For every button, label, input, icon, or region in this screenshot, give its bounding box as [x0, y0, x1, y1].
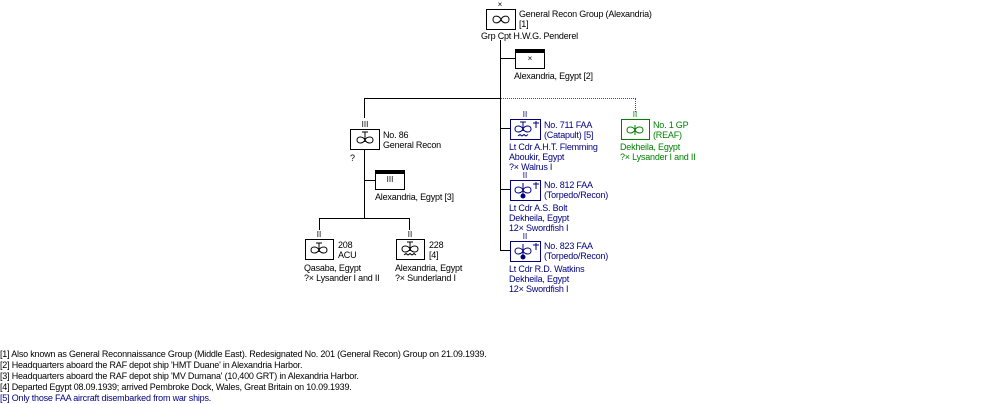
sq208-unit-symbol[interactable] [305, 239, 334, 260]
faa711-aircraft: ?× Walrus I [509, 162, 553, 172]
sq208-name-line2: ACU [338, 250, 357, 260]
no86-unit-symbol[interactable] [350, 129, 380, 150]
sq228-drop-line [409, 218, 410, 230]
sq228-size-marker: II [407, 230, 413, 239]
faa823-connector [500, 250, 510, 251]
propeller-tail-icon [310, 242, 328, 254]
hq-unit-symbol[interactable] [486, 9, 516, 30]
hq-location-connector [500, 58, 515, 59]
faa812-location: Dekheila, Egypt [509, 213, 570, 223]
reaf-dotted-drop [635, 98, 636, 112]
faa711-connector [500, 128, 510, 129]
no86-commander: ? [350, 153, 355, 163]
sq228-location: Alexandria, Egypt [395, 263, 463, 273]
torpedo-bomber-icon [514, 182, 539, 199]
propeller-icon [492, 15, 510, 24]
faa823-location: Dekheila, Egypt [509, 274, 570, 284]
hq-location-label: Alexandria, Egypt [2] [514, 71, 593, 81]
faa711-name-line1: No. 711 FAA [544, 120, 593, 130]
faa711-location: Aboukir, Egypt [509, 152, 565, 162]
trunk-line [500, 40, 501, 250]
no86-hq-symbol[interactable]: III [375, 170, 405, 190]
sq228-name-line2: [4] [429, 250, 439, 260]
faa812-commander: Lt Cdr A.S. Bolt [509, 203, 568, 213]
reaf-dotted-line [501, 98, 636, 99]
faa823-unit-symbol[interactable] [510, 241, 541, 262]
no86-hq-location: Alexandria, Egypt [3] [375, 192, 454, 202]
gp1-unit-symbol[interactable] [621, 119, 650, 140]
faa711-unit-symbol[interactable] [510, 119, 541, 140]
faa823-size-marker: II [522, 232, 528, 241]
footnotes: [1] Also known as General Reconnaissance… [0, 349, 487, 404]
hq-location-size-marker: × [527, 54, 533, 63]
sq208-size-marker: II [316, 230, 322, 239]
gp1-location: Dekheila, Egypt [620, 142, 681, 152]
hq-note: [1] [519, 19, 529, 29]
footnote-3: [3] Headquarters aboard the RAF depot sh… [0, 371, 359, 381]
no86-name-line2: General Recon [383, 140, 441, 150]
faa823-aircraft: 12× Swordfish I [509, 284, 569, 294]
faa711-name-line2: (Catapult) [5] [544, 130, 594, 140]
sq208-name-line1: 208 [338, 240, 353, 250]
faa812-size-marker: II [522, 171, 528, 180]
hq-title: General Recon Group (Alexandria) [519, 9, 652, 19]
squadron-branch-line [319, 218, 410, 219]
faa812-aircraft: 12× Swordfish I [509, 223, 569, 233]
sq228-aircraft: ?× Sunderland I [395, 273, 456, 283]
sq208-drop-line [319, 218, 320, 230]
gp1-name-line2: (REAF) [653, 130, 682, 140]
footnote-5: [5] Only those FAA aircraft disembarked … [0, 393, 212, 403]
faa812-name-line2: (Torpedo/Recon) [544, 190, 609, 200]
faa812-connector [500, 189, 510, 190]
footnote-2: [2] Headquarters aboard the RAF depot sh… [0, 360, 303, 370]
sq208-aircraft: ?× Lysander I and II [304, 273, 380, 283]
torpedo-bomber-icon [514, 243, 539, 260]
sq208-location: Qasaba, Egypt [304, 263, 361, 273]
gp1-name-line1: No. 1 GP [653, 120, 689, 130]
sq228-name-line1: 228 [429, 240, 444, 250]
gp1-aircraft: ?× Lysander I and II [620, 152, 696, 162]
faa812-name-line1: No. 812 FAA [544, 180, 593, 190]
hq-commander: Grp Cpt H.W.G. Penderel [481, 31, 578, 41]
faa711-commander: Lt Cdr A.H.T. Flemming [509, 142, 598, 152]
propeller-tail-icon [356, 131, 374, 144]
no86-name-line1: No. 86 [383, 130, 409, 140]
no86-trunk-line [364, 150, 365, 218]
faa823-name-line2: (Torpedo/Recon) [544, 251, 609, 261]
footnote-4: [4] Departed Egypt 08.09.1939; arrived P… [0, 382, 352, 392]
footnote-1: [1] Also known as General Reconnaissance… [0, 349, 487, 359]
catapult-seaplane-icon [514, 121, 539, 137]
no86-size-marker: III [361, 120, 369, 129]
propeller-tail-icon [626, 125, 644, 135]
sq228-unit-symbol[interactable] [396, 239, 425, 260]
hq-size-marker: × [497, 0, 503, 9]
no86-hq-size-marker: III [386, 175, 394, 184]
faa812-unit-symbol[interactable] [510, 180, 541, 201]
faa711-size-marker: II [522, 110, 528, 119]
hq-location-symbol[interactable]: × [515, 49, 545, 69]
faa823-name-line1: No. 823 FAA [544, 241, 593, 251]
faa823-commander: Lt Cdr R.D. Watkins [509, 264, 585, 274]
gp1-size-marker: II [632, 110, 638, 119]
horizontal-branch-line [364, 98, 501, 99]
flying-boat-icon [401, 241, 419, 256]
no86-drop-line [364, 98, 365, 118]
no86-hq-connector [364, 180, 375, 181]
